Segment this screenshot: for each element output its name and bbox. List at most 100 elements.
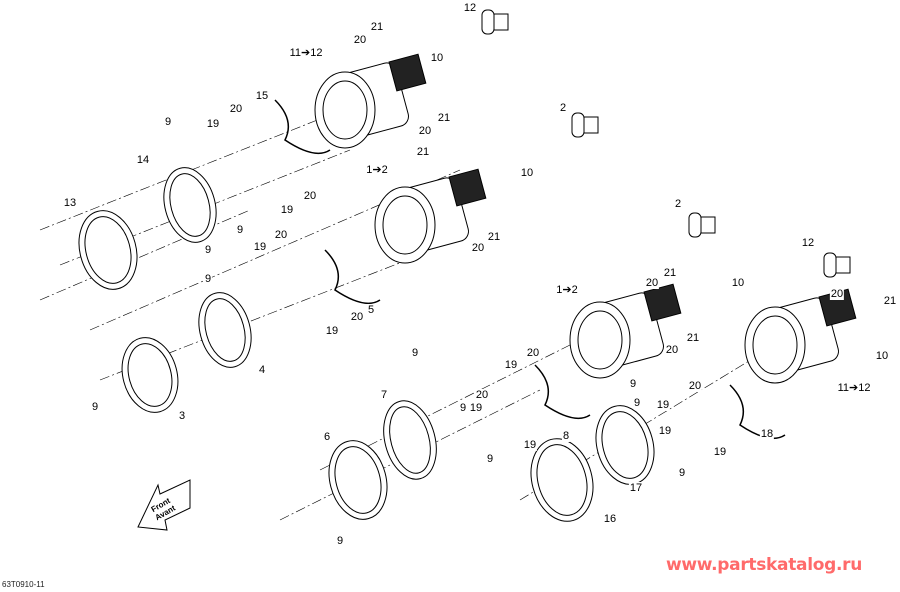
callout-label: 3 [177, 410, 187, 422]
callout-label: 9 [90, 401, 100, 413]
callout-label: 21 [685, 332, 701, 344]
callout-label: 9 [203, 273, 213, 285]
diagram-code: 63T0910-11 [2, 580, 45, 589]
callout-label: 11➔12 [288, 47, 324, 59]
bezel-ring-16-inner [536, 444, 588, 516]
bulb-12-right-socket [835, 256, 851, 274]
callout-label: 16 [602, 513, 618, 525]
callout-label: 20 [470, 242, 486, 254]
callout-label: 19 [468, 402, 484, 414]
bulb-2-right-socket [700, 216, 716, 234]
headlamp-1-2-lens-inner [382, 195, 428, 255]
callout-label: 17 [628, 482, 644, 494]
callout-label: 9 [235, 224, 245, 236]
callout-label: 20 [302, 190, 318, 202]
callout-label: 20 [474, 389, 490, 401]
bezel-ring-13-inner [84, 216, 132, 284]
bulb-12-right [823, 252, 837, 278]
watermark: www.partskatalog.ru [666, 555, 863, 575]
callout-label: 15 [254, 90, 270, 102]
callout-label: 8 [561, 430, 571, 442]
headlamp-11-12-lens-inner [322, 80, 368, 140]
bezel-ring-3-inner [127, 343, 173, 407]
bezel-ring-13 [78, 210, 138, 290]
callout-label: 12 [462, 2, 478, 14]
headlamp-1-2-motor [448, 168, 487, 207]
bracket-ring-14-inner [169, 173, 211, 237]
callout-label: 19 [522, 439, 538, 451]
headlamp-11-12-right-lens-inner [752, 315, 798, 375]
axis-line [39, 209, 251, 301]
callout-label: 21 [662, 267, 678, 279]
bulb-12 [481, 9, 495, 35]
callout-label: 19 [655, 399, 671, 411]
callout-label: 10 [874, 350, 890, 362]
callout-label: 9 [458, 402, 468, 414]
callout-label: 19 [657, 425, 673, 437]
callout-label: 7 [379, 389, 389, 401]
axis-line [89, 169, 461, 331]
bracket-8 [534, 364, 591, 420]
callout-label: 11➔12 [836, 382, 872, 394]
callout-label: 20 [228, 103, 244, 115]
bulb-2 [571, 112, 585, 138]
callout-label: 10 [519, 167, 535, 179]
callout-label: 20 [273, 229, 289, 241]
callout-label: 20 [525, 347, 541, 359]
callout-label: 13 [62, 197, 78, 209]
callout-label: 21 [436, 112, 452, 124]
callout-label: 6 [322, 431, 332, 443]
headlamp-11-12-right-lens [744, 306, 806, 384]
callout-label: 9 [163, 116, 173, 128]
callout-label: 10 [730, 277, 746, 289]
callout-label: 20 [664, 344, 680, 356]
callout-label: 1➔2 [555, 284, 579, 296]
axis-line [319, 329, 601, 471]
callout-label: 5 [366, 304, 376, 316]
callout-label: 19 [712, 446, 728, 458]
callout-label: 21 [486, 231, 502, 243]
callout-label: 14 [135, 154, 151, 166]
callout-label: 19 [279, 204, 295, 216]
bezel-ring-16 [530, 438, 594, 522]
callout-label: 10 [429, 52, 445, 64]
bracket-5 [324, 249, 381, 305]
axis-line [59, 149, 351, 266]
callout-label: 2 [558, 102, 568, 114]
bezel-ring-6 [328, 440, 388, 520]
callout-label: 2 [673, 198, 683, 210]
axis-line [39, 114, 331, 231]
headlamp-1-2-lens [374, 186, 436, 264]
bracket-15 [274, 99, 331, 155]
callout-label: 21 [415, 146, 431, 158]
bulb-2-right [688, 212, 702, 238]
callout-label: 19 [252, 241, 268, 253]
bracket-ring-17-inner [601, 411, 649, 479]
bezel-ring-6-inner [334, 446, 382, 514]
callout-label: 1➔2 [365, 164, 389, 176]
callout-label: 20 [687, 380, 703, 392]
callout-label: 9 [335, 535, 345, 547]
callout-label: 12 [800, 237, 816, 249]
bracket-ring-7-inner [389, 406, 431, 474]
callout-label: 19 [503, 359, 519, 371]
callout-label: 21 [369, 21, 385, 33]
bulb-2-socket [583, 116, 599, 134]
callout-label: 20 [349, 311, 365, 323]
front-arrow-icon [137, 479, 191, 531]
callout-label: 9 [677, 467, 687, 479]
bulb-12-socket [493, 13, 509, 31]
callout-label: 9 [203, 244, 213, 256]
callout-label: 18 [759, 428, 775, 440]
headlamp-1-2-right-lens [569, 301, 631, 379]
bracket-ring-7 [383, 400, 437, 480]
callout-label: 9 [485, 453, 495, 465]
headlamp-11-12-lens [314, 71, 376, 149]
callout-label: 9 [632, 397, 642, 409]
callout-label: 9 [628, 378, 638, 390]
headlamp-11-12-motor [388, 53, 427, 92]
callout-label: 19 [205, 118, 221, 130]
callout-label: 20 [417, 125, 433, 137]
